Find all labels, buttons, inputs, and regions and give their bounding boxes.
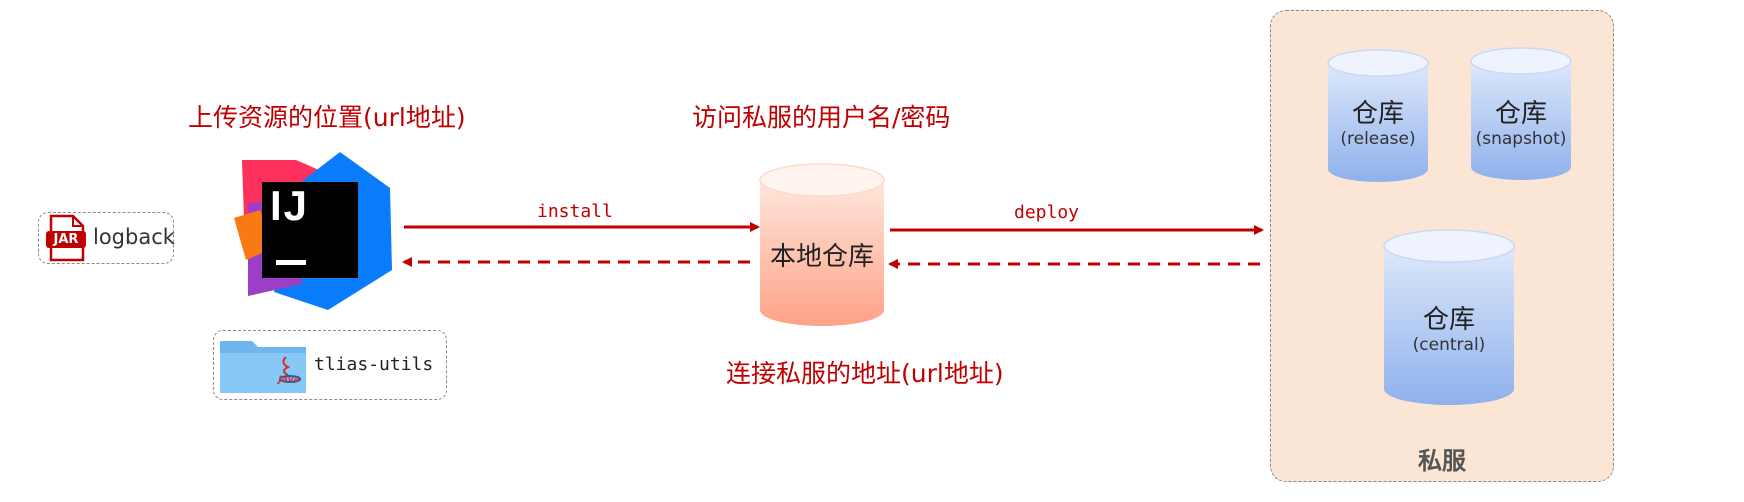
local-repository-label: 本地仓库: [769, 242, 874, 272]
repo-release-name: 仓库: [1351, 99, 1404, 129]
connect-address-label: 连接私服的地址(url地址): [726, 359, 1004, 388]
java-badge: Java: [278, 375, 300, 385]
repo-release-sub: (release): [1340, 129, 1416, 149]
private-server-panel: 仓库 (release) 仓库 (snapshot): [1270, 10, 1614, 482]
jar-item[interactable]: JAR logback: [38, 212, 175, 264]
private-server-title: 私服: [1418, 447, 1466, 475]
repo-snapshot-sub: (snapshot): [1475, 129, 1567, 149]
jar-file-icon: [46, 214, 86, 262]
repo-central-sub: (central): [1412, 335, 1486, 355]
intellij-logo-text: IJ: [270, 182, 310, 229]
deploy-label: deploy: [1014, 202, 1080, 223]
repo-release[interactable]: 仓库 (release): [1326, 49, 1430, 185]
repo-central[interactable]: 仓库 (central): [1382, 229, 1516, 407]
java-folder-icon: [220, 341, 306, 393]
repo-snapshot[interactable]: 仓库 (snapshot): [1469, 47, 1573, 183]
credentials-label: 访问私服的用户名/密码: [692, 103, 951, 132]
jar-name: logback: [93, 225, 175, 249]
project-item[interactable]: Java tlias-utils: [213, 330, 447, 400]
intellij-logo: IJ: [230, 152, 398, 312]
jar-badge: JAR: [53, 232, 79, 247]
install-label: install: [537, 201, 613, 222]
repo-central-name: 仓库: [1422, 305, 1475, 335]
upload-location-label: 上传资源的位置(url地址): [188, 103, 466, 132]
project-name: tlias-utils: [314, 354, 434, 375]
local-repository[interactable]: 本地仓库: [758, 163, 886, 328]
repo-snapshot-name: 仓库: [1494, 99, 1547, 129]
